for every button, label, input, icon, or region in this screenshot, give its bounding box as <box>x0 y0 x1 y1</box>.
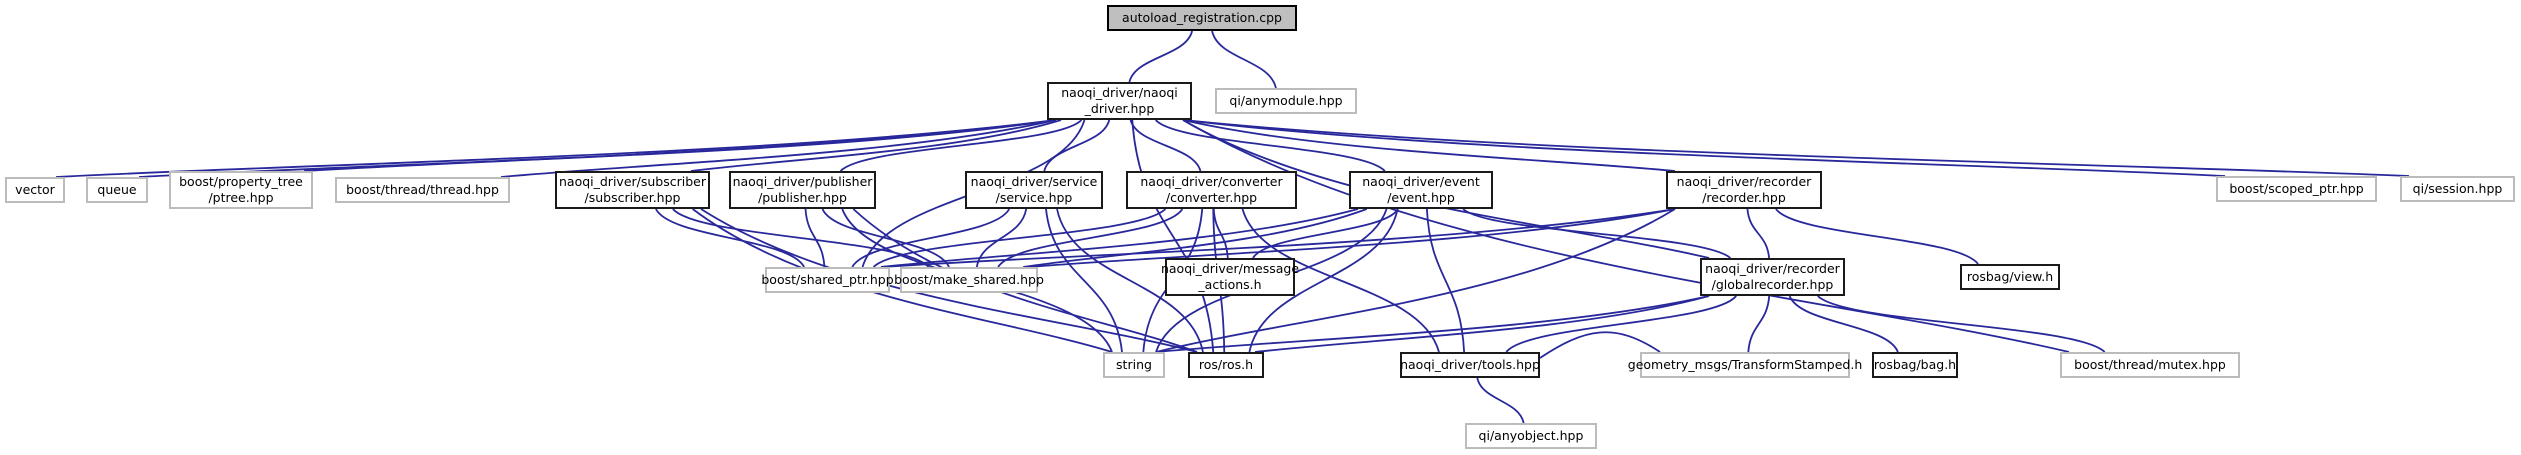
edge-recorder-to-string <box>1155 208 1676 353</box>
edge-event-to-msgactions <box>1252 208 1399 259</box>
graph-node-msgactions[interactable]: naoqi_driver/message _actions.h <box>1161 258 1299 296</box>
edge-event-to-globalrecorder <box>1462 208 1731 259</box>
edge-converter-to-msgactions <box>1212 208 1229 259</box>
graph-node-view[interactable]: rosbag/view.h <box>1960 264 2060 290</box>
graph-node-label: naoqi_driver/recorder /recorder.hpp <box>1676 174 1812 205</box>
graph-node-driver[interactable]: naoqi_driver/naoqi _driver.hpp <box>1047 82 1192 120</box>
edge-tools-to-tfstamped <box>1539 331 1661 359</box>
graph-node-autoload: autoload_registration.cpp <box>1107 5 1297 31</box>
graph-node-label: string <box>1116 357 1152 372</box>
graph-node-queue: queue <box>86 177 148 203</box>
edge-publisher-to-ros <box>852 208 1198 353</box>
edge-recorder-to-view <box>1775 208 1979 265</box>
graph-node-label: autoload_registration.cpp <box>1122 10 1282 25</box>
graph-node-label: naoqi_driver/tools.hpp <box>1400 357 1540 372</box>
graph-node-tfstamped: geometry_msgs/TransformStamped.h <box>1628 352 1862 378</box>
graph-node-label: boost/thread/thread.hpp <box>346 182 499 197</box>
graph-node-ros[interactable]: ros/ros.h <box>1188 352 1264 378</box>
edge-service-to-makeshared <box>975 208 1028 268</box>
graph-node-label: boost/shared_ptr.hpp <box>761 272 894 287</box>
edge-driver-to-session <box>1182 119 2410 177</box>
edge-driver-to-scopedptr <box>1182 119 2226 177</box>
edge-driver-to-ros <box>1131 119 1215 353</box>
graph-node-event[interactable]: naoqi_driver/event /event.hpp <box>1349 171 1493 209</box>
edge-globalrecorder-to-ros <box>1254 295 1710 353</box>
edge-converter-to-makeshared <box>997 208 1184 268</box>
edge-driver-to-converter <box>1129 119 1202 172</box>
edge-globalrecorder-to-tfstamped <box>1747 295 1771 353</box>
edge-subscriber-to-ros <box>700 208 1198 353</box>
graph-node-label: geometry_msgs/TransformStamped.h <box>1627 357 1863 372</box>
edge-service-to-string <box>1045 208 1123 353</box>
edge-driver-to-service <box>1043 119 1111 172</box>
edge-subscriber-to-sharedptr <box>655 208 805 268</box>
graph-node-label: rosbag/view.h <box>1966 269 2054 284</box>
graph-node-label: queue <box>97 182 137 197</box>
edge-driver-to-mutex <box>1182 119 2070 353</box>
graph-node-mutex: boost/thread/mutex.hpp <box>2060 352 2240 378</box>
graph-node-label: naoqi_driver/recorder /globalrecorder.hp… <box>1705 261 1840 292</box>
graph-node-sharedptr: boost/shared_ptr.hpp <box>761 267 894 293</box>
graph-node-recorder[interactable]: naoqi_driver/recorder /recorder.hpp <box>1666 171 1822 209</box>
graph-node-label: naoqi_driver/service /service.hpp <box>970 174 1098 205</box>
edge-driver-to-ptree <box>303 119 1057 172</box>
graph-node-label: naoqi_driver/message _actions.h <box>1160 261 1300 292</box>
edge-recorder-to-globalrecorder <box>1746 208 1770 259</box>
graph-node-label: qi/anymodule.hpp <box>1229 93 1343 108</box>
edge-publisher-to-makeshared <box>821 208 950 268</box>
graph-node-service[interactable]: naoqi_driver/service /service.hpp <box>965 171 1103 209</box>
graph-node-label: naoqi_driver/converter /converter.hpp <box>1140 174 1283 205</box>
edge-tools-to-anyobject <box>1476 377 1525 424</box>
edge-driver-to-publisher <box>839 119 1083 172</box>
graph-node-label: naoqi_driver/publisher /publisher.hpp <box>732 174 873 205</box>
graph-node-thread: boost/thread/thread.hpp <box>335 177 510 203</box>
edge-event-to-ros <box>1248 208 1399 353</box>
edge-recorder-to-sharedptr <box>880 208 1676 268</box>
graph-node-anyobject: qi/anyobject.hpp <box>1465 423 1597 449</box>
graph-node-makeshared: boost/make_shared.hpp <box>894 267 1044 293</box>
edge-autoload-to-anymodule <box>1211 30 1277 89</box>
graph-node-label: naoqi_driver/event /event.hpp <box>1362 174 1480 205</box>
graph-node-label: qi/session.hpp <box>2412 181 2503 196</box>
graph-node-label: qi/anyobject.hpp <box>1478 428 1584 443</box>
edge-recorder-to-makeshared <box>1028 208 1676 268</box>
edge-globalrecorder-to-bag <box>1788 295 1899 353</box>
edge-driver-to-event <box>1155 119 1386 172</box>
graph-node-ptree: boost/property_tree /ptree.hpp <box>169 171 313 209</box>
edge-driver-to-recorder <box>1182 119 1676 172</box>
graph-node-converter[interactable]: naoqi_driver/converter /converter.hpp <box>1126 171 1297 209</box>
graph-node-label: naoqi_driver/naoqi _driver.hpp <box>1061 85 1178 116</box>
graph-node-globalrecorder[interactable]: naoqi_driver/recorder /globalrecorder.hp… <box>1700 258 1845 296</box>
graph-node-anymodule: qi/anymodule.hpp <box>1215 88 1357 114</box>
edge-globalrecorder-to-mutex <box>1817 295 2106 353</box>
graph-node-label: rosbag/bag.h <box>1873 357 1957 372</box>
edge-event-to-sharedptr <box>880 208 1359 268</box>
graph-node-label: boost/make_shared.hpp <box>894 272 1044 287</box>
graph-node-label: boost/thread/mutex.hpp <box>2074 357 2226 372</box>
graph-node-string: string <box>1103 352 1165 378</box>
edge-publisher-to-sharedptr <box>804 208 826 268</box>
graph-node-label: vector <box>15 182 55 197</box>
edge-converter-to-tools <box>1241 208 1440 353</box>
edge-event-to-makeshared <box>1023 208 1368 268</box>
edge-globalrecorder-to-string <box>1155 295 1710 353</box>
edge-service-to-sharedptr <box>851 208 1011 268</box>
graph-node-bag[interactable]: rosbag/bag.h <box>1872 352 1958 378</box>
graph-node-session: qi/session.hpp <box>2400 176 2515 202</box>
edge-driver-to-subscriber <box>690 119 1062 172</box>
edge-globalrecorder-to-tools <box>1505 295 1737 353</box>
graph-node-subscriber[interactable]: naoqi_driver/subscriber /subscriber.hpp <box>555 171 710 209</box>
graph-node-tools[interactable]: naoqi_driver/tools.hpp <box>1400 352 1540 378</box>
edge-subscriber-to-makeshared <box>672 208 930 268</box>
graph-node-scopedptr: boost/scoped_ptr.hpp <box>2216 176 2377 202</box>
graph-node-publisher[interactable]: naoqi_driver/publisher /publisher.hpp <box>729 171 876 209</box>
graph-node-label: boost/scoped_ptr.hpp <box>2229 181 2364 196</box>
graph-node-label: ros/ros.h <box>1198 357 1254 372</box>
edge-converter-to-sharedptr <box>872 208 1167 268</box>
graph-node-label: naoqi_driver/subscriber /subscriber.hpp <box>558 174 706 205</box>
graph-node-vector: vector <box>5 177 65 203</box>
graph-node-label: boost/property_tree /ptree.hpp <box>179 174 303 205</box>
edge-autoload-to-driver <box>1128 30 1193 83</box>
